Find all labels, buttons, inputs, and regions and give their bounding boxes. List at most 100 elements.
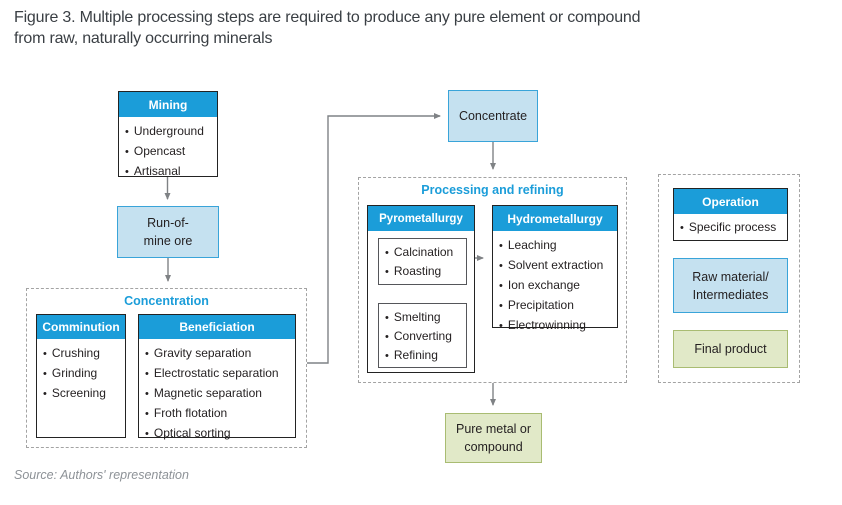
comminution-item: Screening bbox=[51, 386, 106, 400]
bullet-icon: • bbox=[499, 300, 503, 312]
list-item: • Solvent extraction bbox=[499, 256, 615, 276]
bullet-icon: • bbox=[499, 280, 503, 292]
pyro-stage1-item: Calcination bbox=[393, 245, 454, 259]
comminution-header: Comminution bbox=[37, 315, 125, 339]
pyrometallurgy-stage2-box: • Smelting • Converting • Refining bbox=[378, 303, 467, 368]
concentrate-box: Concentrate bbox=[448, 90, 538, 142]
bullet-icon: • bbox=[43, 388, 47, 400]
list-item: • Grinding bbox=[43, 364, 123, 384]
run-of-mine-label-line1: Run-of- bbox=[147, 216, 189, 230]
bullet-icon: • bbox=[43, 348, 47, 360]
bullet-icon: • bbox=[385, 350, 389, 362]
list-item: • Leaching bbox=[499, 236, 615, 256]
list-item: • Optical sorting bbox=[145, 424, 293, 444]
concentration-group: Concentration bbox=[26, 288, 307, 448]
pure-metal-label-line2: compound bbox=[464, 440, 523, 454]
figure-title: Figure 3. Multiple processing steps are … bbox=[14, 7, 814, 49]
list-item: • Smelting bbox=[385, 308, 464, 327]
concentration-group-title: Concentration bbox=[124, 294, 209, 308]
list-item: • Refining bbox=[385, 346, 464, 365]
bullet-icon: • bbox=[385, 247, 389, 259]
bullet-icon: • bbox=[43, 368, 47, 380]
list-item: • Gravity separation bbox=[145, 344, 293, 364]
bullet-icon: • bbox=[145, 348, 149, 360]
legend-operation-header: Operation bbox=[674, 189, 787, 214]
processing-refining-group-title: Processing and refining bbox=[421, 183, 564, 197]
beneficiation-item: Froth flotation bbox=[153, 406, 228, 420]
list-item: • Crushing bbox=[43, 344, 123, 364]
bullet-icon: • bbox=[680, 222, 684, 234]
legend-operation-item: Specific process bbox=[688, 220, 777, 234]
mining-item: Artisanal bbox=[133, 164, 181, 178]
comminution-item: Grinding bbox=[51, 366, 98, 380]
list-item: •Magnetic separation bbox=[145, 384, 293, 404]
beneficiation-header: Beneficiation bbox=[139, 315, 295, 339]
list-item: • Electrostatic separation bbox=[145, 364, 293, 384]
bullet-icon: • bbox=[145, 408, 149, 420]
beneficiation-item: Electrostatic separation bbox=[153, 366, 279, 380]
pyrometallurgy-header: Pyrometallurgy bbox=[368, 206, 474, 231]
mining-item: Opencast bbox=[133, 144, 186, 158]
bullet-icon: • bbox=[499, 260, 503, 272]
hydro-item: Solvent extraction bbox=[507, 258, 604, 272]
beneficiation-item: Gravity separation bbox=[153, 346, 252, 360]
legend-operation-box: Operation • Specific process bbox=[673, 188, 788, 241]
bullet-icon: • bbox=[145, 368, 149, 380]
legend-final-product-label: Final product bbox=[694, 342, 767, 356]
run-of-mine-ore-box: Run-of- mine ore bbox=[117, 206, 219, 258]
run-of-mine-label-line2: mine ore bbox=[143, 234, 193, 248]
bullet-icon: • bbox=[125, 166, 129, 178]
list-item: • Froth flotation bbox=[145, 404, 293, 424]
bullet-icon: • bbox=[125, 146, 129, 158]
legend-final-product-box: Final product bbox=[673, 330, 788, 368]
bullet-icon: • bbox=[499, 320, 503, 332]
beneficiation-item: Optical sorting bbox=[153, 426, 231, 440]
bullet-icon: • bbox=[145, 428, 149, 440]
list-item: • Calcination bbox=[385, 243, 464, 262]
legend-raw-material-box: Raw material/ Intermediates bbox=[673, 258, 788, 313]
bullet-icon: • bbox=[125, 126, 129, 138]
comminution-box: Comminution • Crushing • Grinding • Screeni… bbox=[36, 314, 126, 438]
hydrometallurgy-box: Hydrometallurgy • Leaching • Solvent extra… bbox=[492, 205, 618, 332]
list-item: • Artisanal bbox=[125, 162, 215, 182]
pyro-stage1-item: Roasting bbox=[393, 264, 442, 278]
pyro-stage2-item: Converting bbox=[393, 329, 452, 343]
figure-title-line1: Figure 3. Multiple processing steps are … bbox=[14, 9, 641, 26]
mining-header: Mining bbox=[119, 92, 217, 117]
mining-box: Mining • Underground • Opencast • Artisanal bbox=[118, 91, 218, 178]
figure-title-line2: from raw, naturally occurring minerals bbox=[14, 30, 273, 47]
mining-item: Underground bbox=[133, 124, 204, 138]
legend-raw-material-line2: Intermediates bbox=[692, 287, 769, 302]
hydro-item: Electrowinning bbox=[507, 318, 586, 332]
bullet-icon: • bbox=[385, 331, 389, 343]
list-item: • Converting bbox=[385, 327, 464, 346]
bullet-icon: • bbox=[499, 240, 503, 252]
pure-metal-label-line1: Pure metal or bbox=[455, 422, 532, 436]
processing-refining-group: Processing and refining bbox=[358, 177, 627, 383]
hydro-item: Leaching bbox=[507, 238, 557, 252]
list-item: • Screening bbox=[43, 384, 123, 404]
list-item: • Opencast bbox=[125, 142, 215, 162]
legend-raw-material-line1: Raw material/ bbox=[692, 269, 769, 284]
bullet-icon: • bbox=[385, 312, 389, 324]
list-item: • Electrowinning bbox=[499, 316, 615, 336]
hydro-item: Ion exchange bbox=[507, 278, 580, 292]
legend-group bbox=[658, 174, 800, 383]
pyro-stage2-item: Refining bbox=[393, 348, 438, 362]
list-item: • Specific process bbox=[680, 218, 785, 238]
list-item: • Underground bbox=[125, 122, 215, 142]
concentrate-label: Concentrate bbox=[458, 109, 528, 123]
comminution-item: Crushing bbox=[51, 346, 100, 360]
pure-metal-box: Pure metal or compound bbox=[445, 413, 542, 463]
bullet-icon: • bbox=[385, 266, 389, 278]
pyro-stage2-item: Smelting bbox=[393, 310, 441, 324]
list-item: • Ion exchange bbox=[499, 276, 615, 296]
list-item: • Precipitation bbox=[499, 296, 615, 316]
pyrometallurgy-stage1-box: • Calcination • Roasting bbox=[378, 238, 467, 285]
hydro-item: Precipitation bbox=[507, 298, 574, 312]
hydrometallurgy-header: Hydrometallurgy bbox=[493, 206, 617, 231]
beneficiation-item: Magnetic separation bbox=[153, 386, 262, 400]
beneficiation-box: Beneficiation • Gravity separation • Elect… bbox=[138, 314, 296, 440]
source-note: Source: Authors' representation bbox=[14, 468, 189, 482]
